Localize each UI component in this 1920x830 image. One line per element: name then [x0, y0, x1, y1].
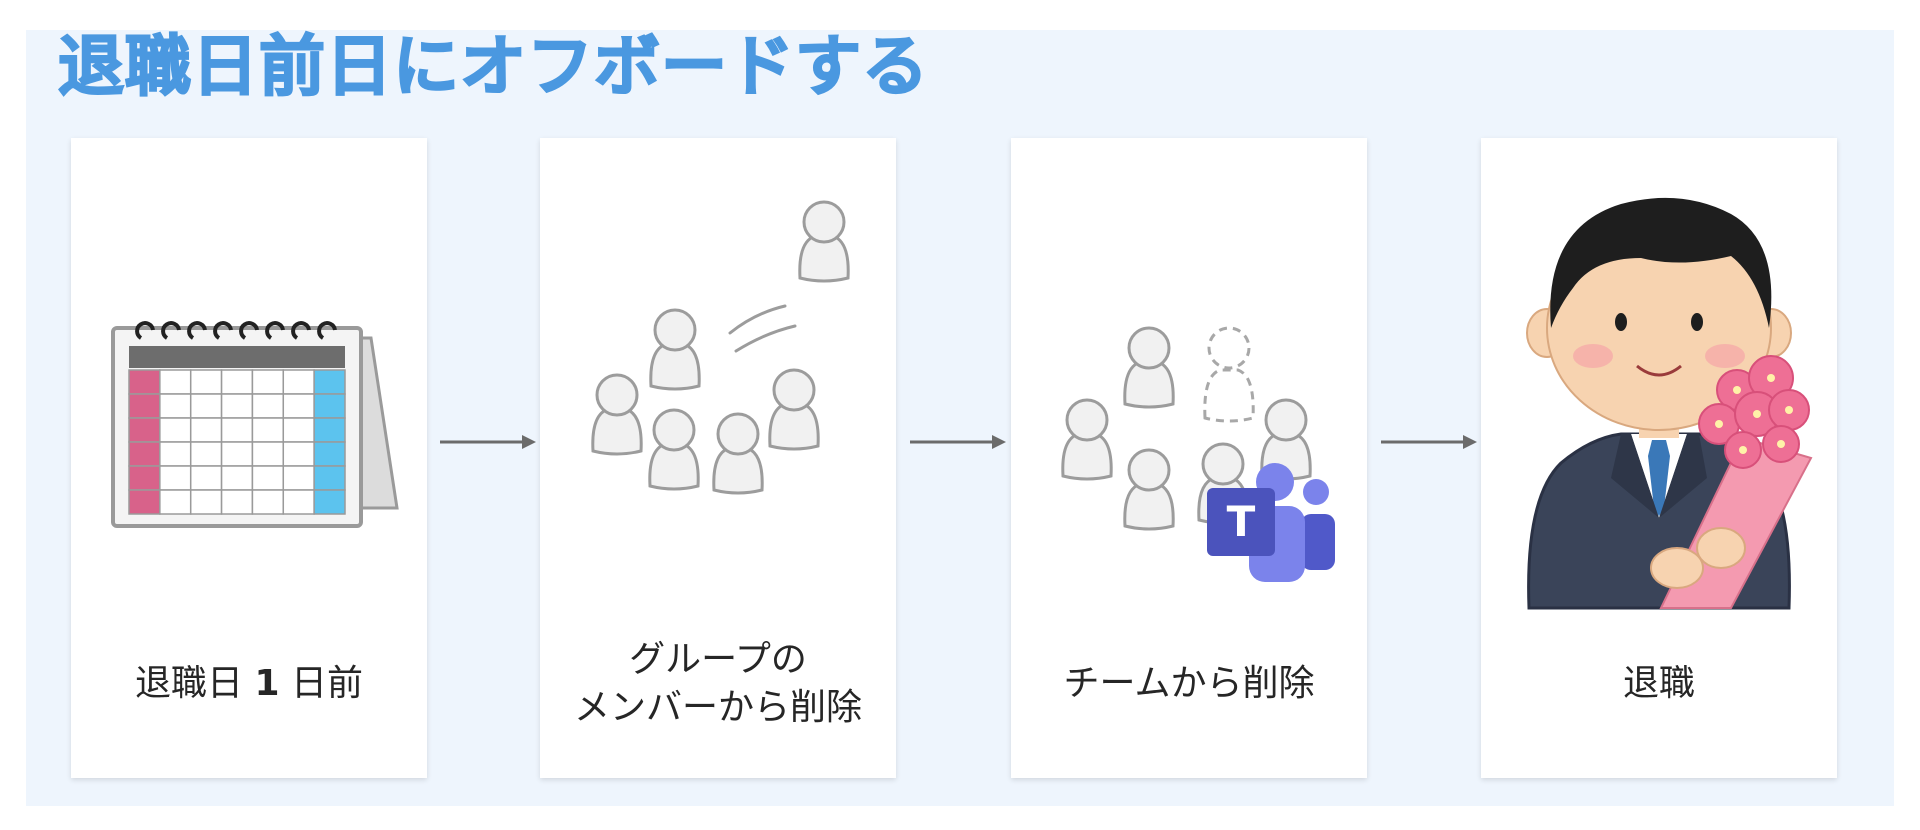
people-team-icon: T — [1061, 326, 1335, 582]
step-card-remove-group-member: グループの メンバーから削除 — [540, 138, 896, 778]
step-label-remove-from-team: チームから削除 — [1063, 663, 1315, 704]
label-line: グループの — [629, 639, 807, 680]
step-label-retirement: 退職 — [1622, 663, 1695, 704]
step-label-day-before: 退職日 1 日前 — [135, 663, 363, 704]
teams-logo-icon: T — [1207, 463, 1335, 582]
retiring-person-icon — [1526, 197, 1813, 610]
arrow-right-icon — [1379, 430, 1479, 458]
step-card-day-before: 退職日 1 日前 — [71, 138, 427, 778]
step-card-retirement: 退職 — [1481, 138, 1837, 778]
teams-logo-letter: T — [1227, 497, 1256, 546]
step-card-remove-from-team: T チームから削除 — [1011, 138, 1367, 778]
label-line: メンバーから削除 — [573, 687, 862, 728]
calendar-icon — [111, 321, 399, 528]
page-title: 退職日前日にオフボードする — [57, 28, 929, 105]
arrow-right-icon — [908, 430, 1008, 458]
people-group-icon — [591, 200, 850, 495]
step-label-remove-group-member: グループの メンバーから削除 — [540, 636, 896, 732]
arrow-right-icon — [438, 430, 538, 458]
